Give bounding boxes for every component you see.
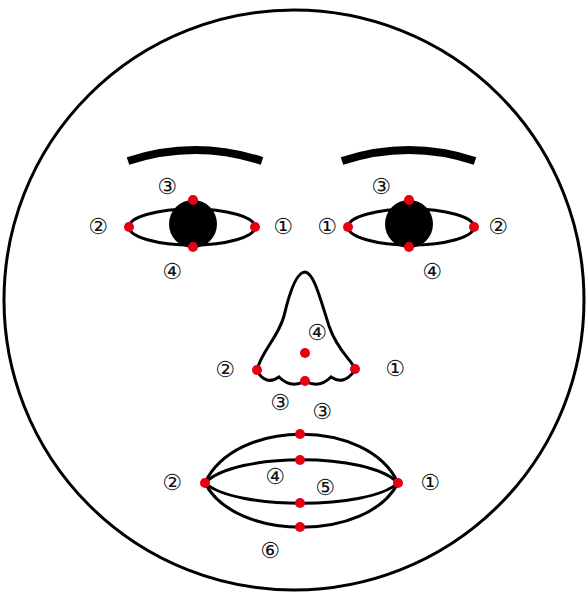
callout-number: ④: [307, 322, 327, 344]
landmark-dots: [124, 195, 479, 532]
callout-number: ⑤: [315, 477, 335, 499]
landmark-dot: [252, 365, 262, 375]
callout-number: ④: [162, 261, 182, 283]
landmark-dot: [343, 222, 353, 232]
landmark-dot: [124, 222, 134, 232]
callout-number: ③: [312, 401, 332, 423]
callout-number: ④: [422, 261, 442, 283]
face-outline: [4, 10, 584, 590]
landmark-dot: [295, 429, 305, 439]
landmark-dot: [300, 376, 310, 386]
landmark-dot: [469, 222, 479, 232]
left-pupil: [169, 200, 217, 248]
left-eyebrow: [128, 150, 262, 161]
right-pupil: [385, 200, 433, 248]
landmark-dot: [350, 364, 360, 374]
upper-lip-outer: [205, 434, 398, 483]
callout-number: ①: [420, 472, 440, 494]
nose-outline: [257, 272, 355, 370]
landmark-dot: [188, 195, 198, 205]
callout-number: ⑥: [260, 540, 280, 562]
right-eyebrow: [342, 150, 475, 161]
landmark-dot: [300, 348, 310, 358]
landmark-dot: [404, 195, 414, 205]
landmark-dot: [295, 455, 305, 465]
callout-number: ③: [371, 176, 391, 198]
callout-number: ③: [157, 176, 177, 198]
landmark-dot: [188, 242, 198, 252]
landmark-dot: [295, 522, 305, 532]
landmark-dot: [200, 478, 210, 488]
landmark-dot: [250, 222, 260, 232]
callout-number: ①: [317, 216, 337, 238]
landmark-dot: [295, 498, 305, 508]
callout-number: ②: [215, 359, 235, 381]
callout-number: ③: [270, 392, 290, 414]
callout-number: ①: [385, 358, 405, 380]
callout-number: ④: [265, 466, 285, 488]
callout-number: ②: [162, 472, 182, 494]
callout-number: ①: [273, 216, 293, 238]
callout-number: ②: [88, 216, 108, 238]
callout-number: ②: [488, 216, 508, 238]
lower-lip-outer: [205, 483, 398, 527]
landmark-dot: [393, 478, 403, 488]
landmark-dot: [404, 242, 414, 252]
